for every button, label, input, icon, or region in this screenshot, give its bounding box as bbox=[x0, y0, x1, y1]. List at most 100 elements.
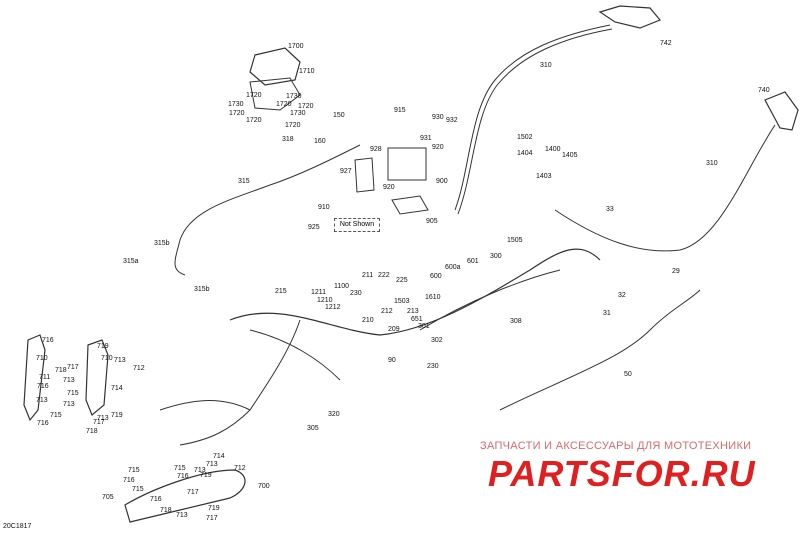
callout-718: 718 bbox=[55, 367, 67, 374]
battery-900 bbox=[387, 147, 427, 181]
callout-90: 90 bbox=[388, 357, 396, 364]
callout-719: 719 bbox=[111, 412, 123, 419]
lamp-700 bbox=[124, 469, 246, 523]
harness-left-branch bbox=[159, 400, 251, 411]
harness-310-upper bbox=[454, 24, 611, 211]
callout-713: 713 bbox=[114, 357, 126, 364]
callout-1720: 1720 bbox=[298, 103, 314, 110]
callout-1100: 1100 bbox=[334, 283, 350, 290]
callout-315: 315 bbox=[238, 178, 250, 185]
callout-713: 713 bbox=[63, 401, 75, 408]
not-shown-label: Not Shown bbox=[334, 218, 380, 232]
callout-905: 905 bbox=[426, 218, 438, 225]
callout-315b: 315b bbox=[154, 240, 170, 247]
callout-600: 600 bbox=[430, 273, 442, 280]
harness-315 bbox=[174, 144, 361, 276]
callout-230: 230 bbox=[350, 290, 362, 297]
callout-712: 712 bbox=[234, 465, 246, 472]
callout-320: 320 bbox=[328, 411, 340, 418]
part-740 bbox=[764, 91, 799, 131]
callout-150: 150 bbox=[333, 112, 345, 119]
callout-705: 705 bbox=[102, 494, 114, 501]
callout-1730: 1730 bbox=[286, 93, 302, 100]
harness-310-right bbox=[554, 124, 776, 252]
callout-713: 713 bbox=[36, 397, 48, 404]
callout-714: 714 bbox=[213, 453, 225, 460]
callout-31: 31 bbox=[603, 310, 611, 317]
callout-160: 160 bbox=[314, 138, 326, 145]
callout-928: 928 bbox=[370, 146, 382, 153]
callout-716: 716 bbox=[42, 337, 54, 344]
harness-main-b bbox=[179, 319, 341, 446]
callout-1730: 1730 bbox=[290, 110, 306, 117]
harness-310-upper-b bbox=[457, 28, 613, 215]
callout-713: 713 bbox=[206, 461, 218, 468]
callout-302: 302 bbox=[431, 337, 443, 344]
callout-710: 710 bbox=[101, 355, 113, 362]
callout-1730: 1730 bbox=[228, 101, 244, 108]
callout-1400: 1400 bbox=[545, 146, 561, 153]
callout-930: 930 bbox=[432, 114, 444, 121]
callout-1720: 1720 bbox=[276, 101, 292, 108]
callout-915: 915 bbox=[394, 107, 406, 114]
callout-900: 900 bbox=[436, 178, 448, 185]
callout-710: 710 bbox=[36, 355, 48, 362]
callout-925: 925 bbox=[308, 224, 320, 231]
callout-920: 920 bbox=[432, 144, 444, 151]
lamp-710-right bbox=[85, 339, 109, 416]
callout-211: 211 bbox=[362, 272, 374, 279]
callout-711: 711 bbox=[39, 374, 51, 381]
callout-1720: 1720 bbox=[246, 92, 262, 99]
callout-717: 717 bbox=[93, 419, 105, 426]
callout-215: 215 bbox=[275, 288, 287, 295]
callout-651: 651 bbox=[411, 316, 423, 323]
callout-1211: 1211 bbox=[311, 289, 327, 296]
callout-600a: 600a bbox=[445, 264, 461, 271]
callout-33: 33 bbox=[606, 206, 614, 213]
callout-717: 717 bbox=[67, 364, 79, 371]
callout-222: 222 bbox=[378, 272, 390, 279]
callout-1505: 1505 bbox=[507, 237, 523, 244]
callout-716: 716 bbox=[37, 420, 49, 427]
callout-300: 300 bbox=[490, 253, 502, 260]
callout-1502: 1502 bbox=[517, 134, 533, 141]
module-1710 bbox=[249, 77, 301, 111]
callout-310: 310 bbox=[706, 160, 718, 167]
callout-700: 700 bbox=[258, 483, 270, 490]
callout-1405: 1405 bbox=[562, 152, 578, 159]
callout-1210: 1210 bbox=[317, 297, 333, 304]
callout-32: 32 bbox=[618, 292, 626, 299]
bracket-927 bbox=[354, 157, 375, 193]
callout-1720: 1720 bbox=[285, 122, 301, 129]
callout-718: 718 bbox=[160, 507, 172, 514]
callout-1403: 1403 bbox=[536, 173, 552, 180]
callout-715: 715 bbox=[50, 412, 62, 419]
diagram-code: 20C1817 bbox=[3, 523, 32, 530]
callout-719: 719 bbox=[97, 343, 109, 350]
callout-932: 932 bbox=[446, 117, 458, 124]
callout-717: 717 bbox=[187, 489, 199, 496]
watermark-logo: PARTSFOR.RU bbox=[488, 453, 756, 494]
callout-1720: 1720 bbox=[229, 110, 245, 117]
callout-213: 213 bbox=[407, 308, 419, 315]
callout-716: 716 bbox=[37, 383, 49, 390]
callout-29: 29 bbox=[672, 268, 680, 275]
callout-1503: 1503 bbox=[394, 298, 410, 305]
callout-50: 50 bbox=[624, 371, 632, 378]
callout-712: 712 bbox=[133, 365, 145, 372]
callout-927: 927 bbox=[340, 168, 352, 175]
callout-1610: 1610 bbox=[425, 294, 441, 301]
callout-715: 715 bbox=[67, 390, 79, 397]
callout-209: 209 bbox=[388, 326, 400, 333]
callout-308: 308 bbox=[510, 318, 522, 325]
callout-318: 318 bbox=[282, 136, 294, 143]
callout-713: 713 bbox=[176, 512, 188, 519]
callout-716: 716 bbox=[177, 473, 189, 480]
cable-50 bbox=[499, 289, 701, 411]
watermark-tagline: ЗАПЧАСТИ И АКСЕССУАРЫ ДЛЯ МОТОТЕХНИКИ bbox=[480, 440, 752, 452]
harness-308 bbox=[419, 269, 561, 331]
callout-910: 910 bbox=[318, 204, 330, 211]
callout-310: 310 bbox=[540, 62, 552, 69]
